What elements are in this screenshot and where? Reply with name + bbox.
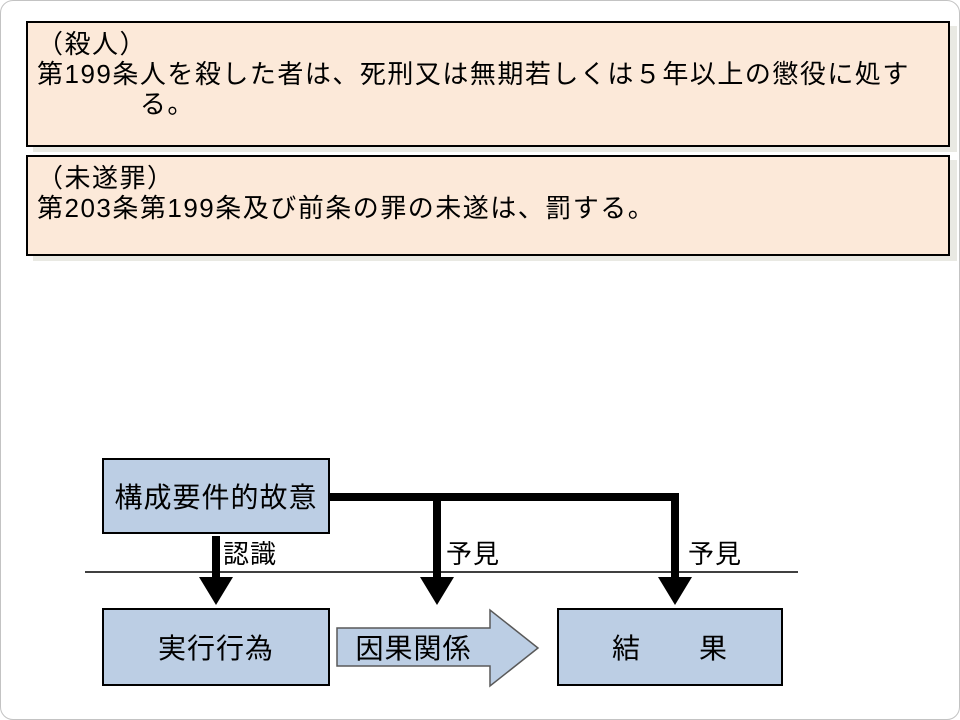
result-box-label: 結 果 — [611, 633, 728, 664]
causation-arrow-label: 因果関係 — [355, 633, 472, 664]
down-arrow-icon-recognition — [199, 577, 233, 605]
article-text-203: 第199条及び前条の罪の未遂は、罰する。 — [139, 193, 656, 223]
article-text-199: 人を殺した者は、死刑又は無期若しくは５年以上の懲役に処する。 — [139, 59, 910, 119]
connector-elbow-line — [330, 493, 679, 582]
statute-article-attempt: 第203条 第199条及び前条の罪の未遂は、罰する。 — [37, 193, 940, 223]
right-block-arrow-icon — [336, 608, 540, 688]
act-box: 実行行為 — [102, 608, 330, 686]
intent-box-label: 構成要件的故意 — [114, 482, 318, 513]
statute-heading-murder: （殺人） — [37, 29, 148, 59]
intent-box: 構成要件的故意 — [102, 458, 330, 534]
diagram-canvas — [85, 493, 798, 688]
statute-box-attempt: （未遂罪） 第203条 第199条及び前条の罪の未遂は、罰する。 — [26, 155, 950, 256]
act-box-label: 実行行為 — [157, 633, 274, 664]
down-arrow-icon-foresight-1 — [420, 577, 454, 605]
article-number-199: 第199条 — [37, 59, 140, 89]
recognition-label: 認識 — [223, 539, 278, 569]
result-box: 結 果 — [557, 608, 783, 686]
statute-article-murder: 第199条 人を殺した者は、死刑又は無期若しくは５年以上の懲役に処する。 — [37, 59, 940, 119]
statute-heading-attempt: （未遂罪） — [37, 163, 175, 193]
article-number-203: 第203条 — [37, 193, 140, 223]
down-arrow-icon-foresight-2 — [658, 577, 692, 605]
foresight-label-1: 予見 — [446, 539, 501, 569]
foresight-label-2: 予見 — [688, 539, 743, 569]
statute-box-murder: （殺人） 第199条 人を殺した者は、死刑又は無期若しくは５年以上の懲役に処する… — [26, 21, 950, 147]
